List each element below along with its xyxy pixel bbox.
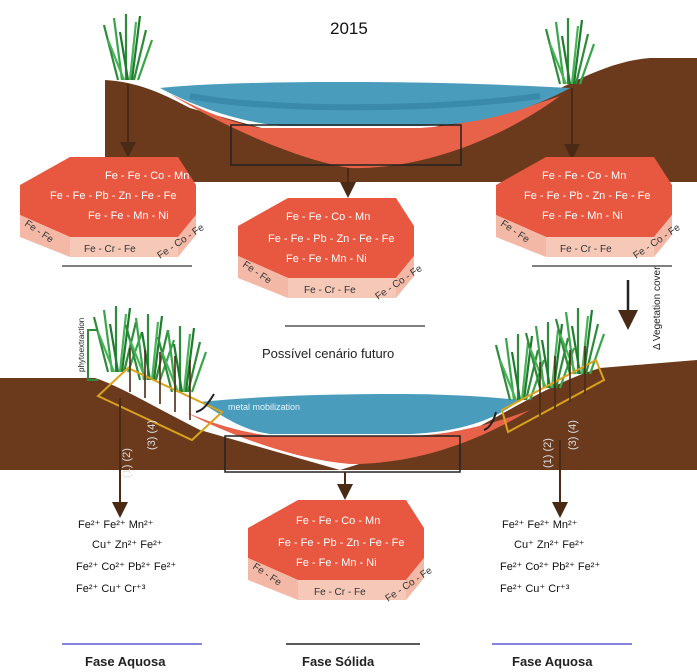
phytoextraction-bracket: [87, 329, 98, 381]
process-label-right: (1) (2): [542, 438, 554, 468]
grass-icon: [524, 320, 576, 390]
sediment-focus-box: [224, 435, 461, 473]
grass-icon: [544, 16, 596, 86]
hex-line-2: Fe - Fe - Pb - Zn - Fe - Fe: [268, 233, 395, 245]
hex-line-1: Fe - Fe - Co - Mn: [105, 170, 189, 182]
sediment-bottom: [185, 410, 530, 464]
hex-bottom: Fe - Cr - Fe: [84, 244, 136, 255]
hex-line-1: Fe - Fe - Co - Mn: [296, 515, 380, 527]
root-zone-left: [96, 366, 224, 442]
soil-top: [105, 58, 697, 182]
hex-line-1: Fe - Fe - Co - Mn: [286, 211, 370, 223]
uptake-arrows: [129, 346, 586, 420]
ion-row: Fe²⁺ Cu⁺ Cr⁺³: [76, 583, 146, 595]
bottom-cross-section: metal mobilization phytoextraction (1) (…: [0, 304, 697, 518]
aqueous-ions-left: Fe²⁺ Fe²⁺ Mn²⁺ Cu⁺ Zn²⁺ Fe²⁺ Fe²⁺ Co²⁺ P…: [76, 519, 176, 595]
hex-line-3: Fe - Fe - Mn - Ni: [542, 210, 623, 222]
ion-row: Fe²⁺ Fe²⁺ Mn²⁺: [502, 519, 578, 531]
caption-aqueous-right: Fase Aquosa: [512, 654, 593, 669]
hex-line-2: Fe - Fe - Pb - Zn - Fe - Fe: [278, 537, 405, 549]
mineral-hexagon-top-center: Fe - Fe - Co - Mn Fe - Fe - Pb - Zn - Fe…: [238, 198, 425, 302]
ion-row: Cu⁺ Zn²⁺ Fe²⁺: [514, 539, 585, 551]
ion-row: Fe²⁺ Fe²⁺ Mn²⁺: [78, 519, 154, 531]
future-scenario-label: Possível cenário futuro: [262, 346, 394, 361]
caption-solid: Fase Sólida: [302, 654, 375, 669]
hex-bottom: Fe - Cr - Fe: [304, 285, 356, 296]
water-top: [160, 82, 570, 126]
sediment-focus-box: [230, 124, 462, 166]
phytoextraction-label: phytoextraction: [77, 318, 86, 372]
water-bottom: [200, 394, 520, 434]
ion-row: Fe²⁺ Cu⁺ Cr⁺³: [500, 583, 570, 595]
ion-row: Cu⁺ Zn²⁺ Fe²⁺: [92, 539, 163, 551]
hex-line-3: Fe - Fe - Mn - Ni: [88, 210, 169, 222]
hex-line-2: Fe - Fe - Pb - Zn - Fe - Fe: [50, 190, 177, 202]
mineral-hexagon-top-left: Fe - Fe - Co - Mn Fe - Fe - Pb - Zn - Fe…: [20, 157, 207, 261]
sediment-top: [170, 94, 560, 169]
top-cross-section: [102, 12, 697, 198]
mineral-hexagon-bottom-center: Fe - Fe - Co - Mn Fe - Fe - Pb - Zn - Fe…: [248, 500, 435, 604]
process-label-right: (3) (4): [567, 420, 579, 450]
hex-line-3: Fe - Fe - Mn - Ni: [296, 557, 377, 569]
hex-line-2: Fe - Fe - Pb - Zn - Fe - Fe: [524, 190, 651, 202]
soil-bottom: [0, 360, 697, 470]
ion-row: Fe²⁺ Co²⁺ Pb²⁺ Fe²⁺: [76, 561, 176, 573]
process-label-left: (3) (4): [146, 420, 158, 450]
year-label: 2015: [330, 19, 368, 38]
caption-aqueous-left: Fase Aquosa: [85, 654, 166, 669]
root-zone-right: [500, 358, 606, 434]
hex-bottom: Fe - Cr - Fe: [560, 244, 612, 255]
hex-line-3: Fe - Fe - Mn - Ni: [286, 253, 367, 265]
process-label-left: (1) (2): [121, 448, 133, 478]
aqueous-ions-right: Fe²⁺ Fe²⁺ Mn²⁺ Cu⁺ Zn²⁺ Fe²⁺ Fe²⁺ Co²⁺ P…: [500, 519, 600, 595]
ion-row: Fe²⁺ Co²⁺ Pb²⁺ Fe²⁺: [500, 561, 600, 573]
vegetation-cover-label: Δ Vegetation cover: [652, 266, 663, 350]
metal-mobilization-label: metal mobilization: [228, 402, 300, 412]
grass-icon: [156, 324, 208, 394]
mineral-hexagon-top-right: Fe - Fe - Co - Mn Fe - Fe - Pb - Zn - Fe…: [496, 157, 683, 261]
hex-line-1: Fe - Fe - Co - Mn: [542, 170, 626, 182]
grass-icon: [102, 12, 154, 82]
hex-bottom: Fe - Cr - Fe: [314, 587, 366, 598]
